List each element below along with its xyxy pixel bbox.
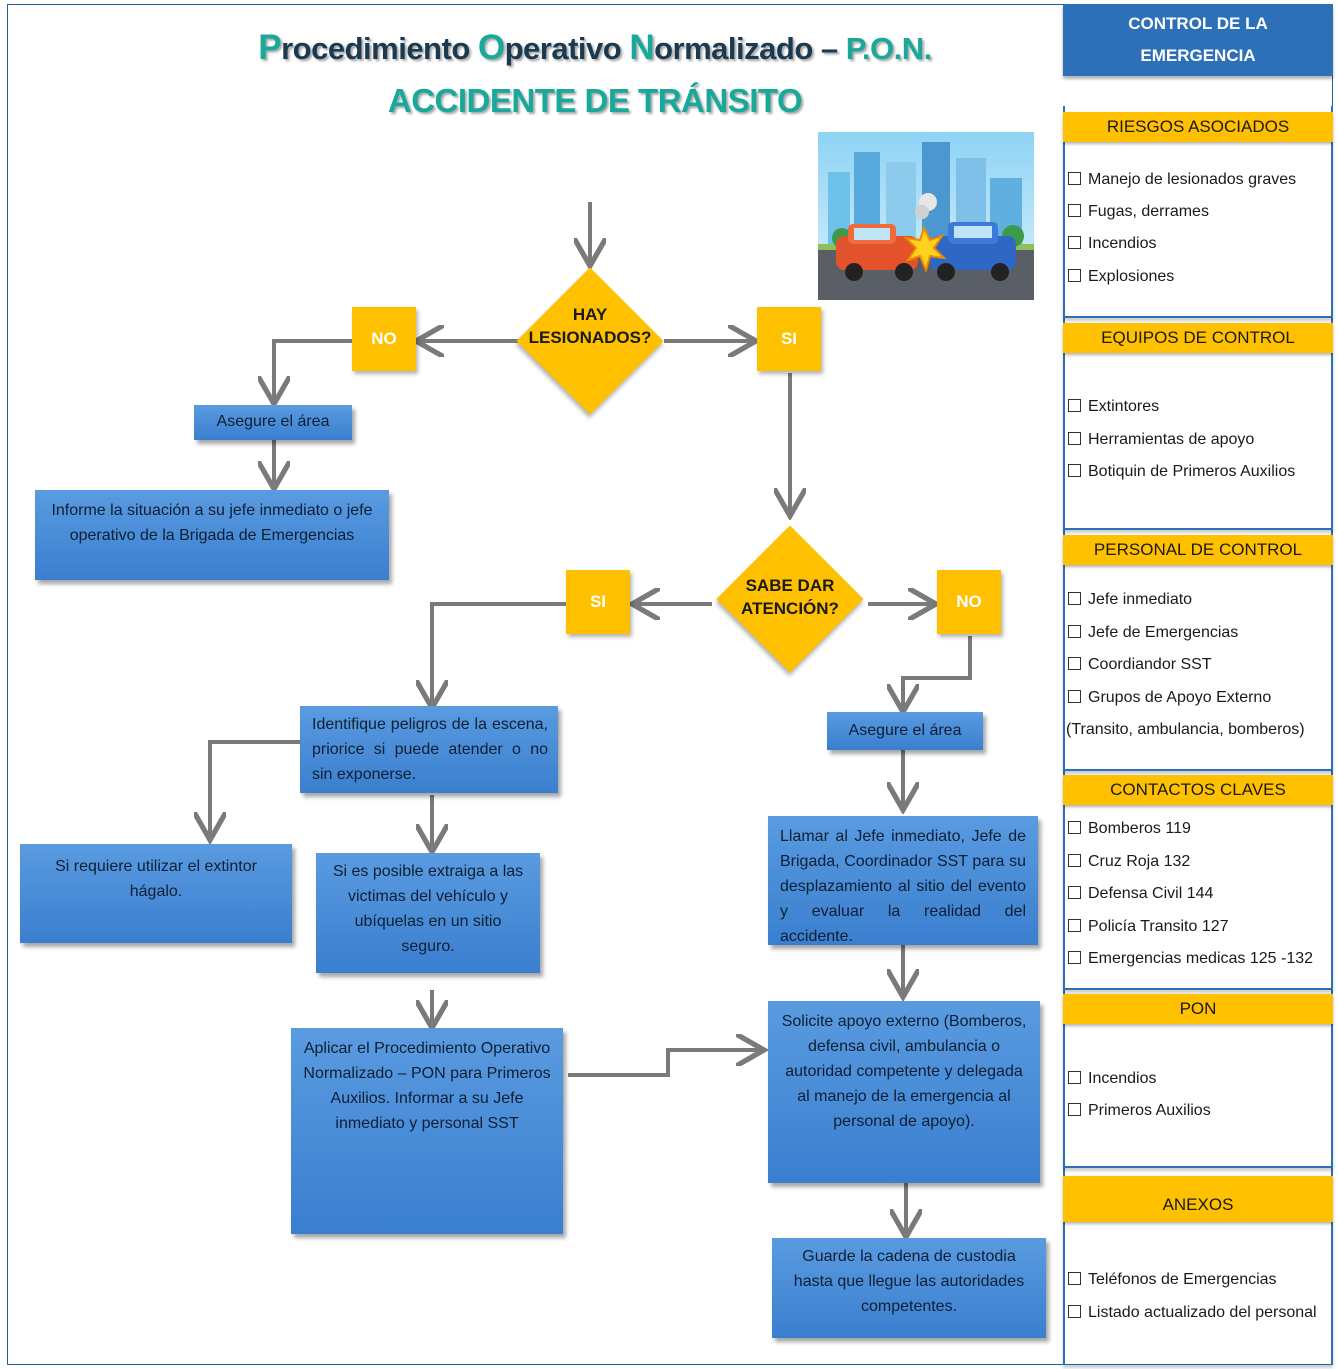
panel-header: CONTROL DE LA EMERGENCIA	[1063, 4, 1333, 76]
contacto-item: Defensa Civil 144	[1068, 885, 1213, 903]
step-keep-custody: Guarde la cadena de custodia hasta que l…	[772, 1238, 1046, 1338]
step-extract-victims: Si es posible extraiga a las victimas de…	[316, 853, 540, 973]
section-contactos-title: CONTACTOS CLAVES	[1063, 775, 1333, 805]
step-use-extinguisher: Si requiere utilizar el extintor hágalo.	[20, 844, 292, 943]
equipo-item: Botiquin de Primeros Auxilios	[1068, 463, 1295, 481]
personal-note: (Transito, ambulancia, bomberos)	[1066, 721, 1305, 738]
checkbox-icon[interactable]	[1068, 690, 1081, 703]
riesgo-item: Incendios	[1068, 235, 1157, 253]
contacto-item: Emergencias medicas 125 -132	[1068, 950, 1313, 968]
checkbox-icon[interactable]	[1068, 1305, 1081, 1318]
checkbox-icon[interactable]	[1068, 172, 1081, 185]
checkbox-icon[interactable]	[1068, 432, 1081, 445]
checkbox-icon[interactable]	[1068, 592, 1081, 605]
contacto-item: Bomberos 119	[1068, 820, 1191, 838]
checkbox-icon[interactable]	[1068, 269, 1081, 282]
q1-si-label: SI	[757, 307, 821, 371]
checkbox-icon[interactable]	[1068, 1272, 1081, 1285]
equipo-item: Extintores	[1068, 398, 1159, 416]
section-contactos	[1063, 805, 1333, 990]
contacto-item: Cruz Roja 132	[1068, 853, 1190, 871]
page-title: Procedimiento Operativo Normalizado – P.…	[258, 28, 932, 67]
checkbox-icon[interactable]	[1068, 204, 1081, 217]
section-equipos	[1063, 353, 1333, 530]
equipo-item: Herramientas de apoyo	[1068, 431, 1254, 449]
page-subtitle: ACCIDENTE DE TRÁNSITO	[387, 82, 803, 119]
checkbox-icon[interactable]	[1068, 854, 1081, 867]
step-secure-area-1: Asegure el área	[194, 405, 352, 440]
anexo-item: Listado actualizado del personal	[1068, 1304, 1317, 1322]
section-anexos	[1063, 1222, 1333, 1365]
car-accident-illustration	[818, 132, 1034, 300]
pon-item: Incendios	[1068, 1070, 1157, 1088]
personal-item: Coordiandor SST	[1068, 656, 1212, 674]
contacto-item: Policía Transito 127	[1068, 918, 1229, 936]
step-secure-area-2: Asegure el área	[827, 712, 983, 750]
step-call-chain: Llamar al Jefe inmediato, Jefe de Brigad…	[768, 816, 1038, 945]
personal-item: Grupos de Apoyo Externo	[1068, 689, 1271, 707]
control-panel	[1063, 106, 1333, 1365]
section-personal	[1063, 565, 1333, 771]
checkbox-icon[interactable]	[1068, 236, 1081, 249]
q2-no-label: NO	[937, 570, 1001, 634]
personal-item: Jefe inmediato	[1068, 591, 1192, 609]
section-personal-title: PERSONAL DE CONTROL	[1063, 535, 1333, 565]
section-riesgos	[1063, 142, 1333, 318]
checkbox-icon[interactable]	[1068, 886, 1081, 899]
flow-connectors	[0, 202, 972, 1369]
checkbox-icon[interactable]	[1068, 821, 1081, 834]
section-riesgos-title: RIESGOS ASOCIADOS	[1063, 112, 1333, 142]
step-apply-pon: Aplicar el Procedimiento Operativo Norma…	[291, 1028, 563, 1234]
riesgo-item: Manejo de lesionados graves	[1068, 171, 1296, 189]
checkbox-icon[interactable]	[1068, 919, 1081, 932]
decision-injured-label: HAY LESIONADOS?	[528, 305, 652, 347]
step-inform-supervisor: Informe la situación a su jefe inmediato…	[35, 490, 389, 580]
q1-no-label: NO	[352, 307, 416, 371]
checkbox-icon[interactable]	[1068, 625, 1081, 638]
checkbox-icon[interactable]	[1068, 399, 1081, 412]
section-pon-title: PON	[1063, 994, 1333, 1024]
riesgo-item: Fugas, derrames	[1068, 203, 1209, 221]
section-anexos-title: ANEXOS	[1063, 1176, 1333, 1222]
checkbox-icon[interactable]	[1068, 1103, 1081, 1116]
anexo-item: Teléfonos de Emergencias	[1068, 1271, 1277, 1289]
pon-item: Primeros Auxilios	[1068, 1102, 1211, 1120]
checkbox-icon[interactable]	[1068, 1071, 1081, 1084]
decision-can-attend-label: SABE DAR ATENCIÓN?	[741, 576, 839, 618]
step-request-external-support: Solicite apoyo externo (Bomberos, defens…	[768, 1001, 1040, 1183]
personal-item: Jefe de Emergencias	[1068, 624, 1238, 642]
section-pon	[1063, 1024, 1333, 1168]
checkbox-icon[interactable]	[1068, 464, 1081, 477]
section-equipos-title: EQUIPOS DE CONTROL	[1063, 323, 1333, 353]
q2-si-label: SI	[566, 570, 630, 634]
step-identify-hazards: Identifique peligros de la escena, prior…	[300, 706, 558, 793]
checkbox-icon[interactable]	[1068, 951, 1081, 964]
riesgo-item: Explosiones	[1068, 268, 1174, 286]
checkbox-icon[interactable]	[1068, 657, 1081, 670]
